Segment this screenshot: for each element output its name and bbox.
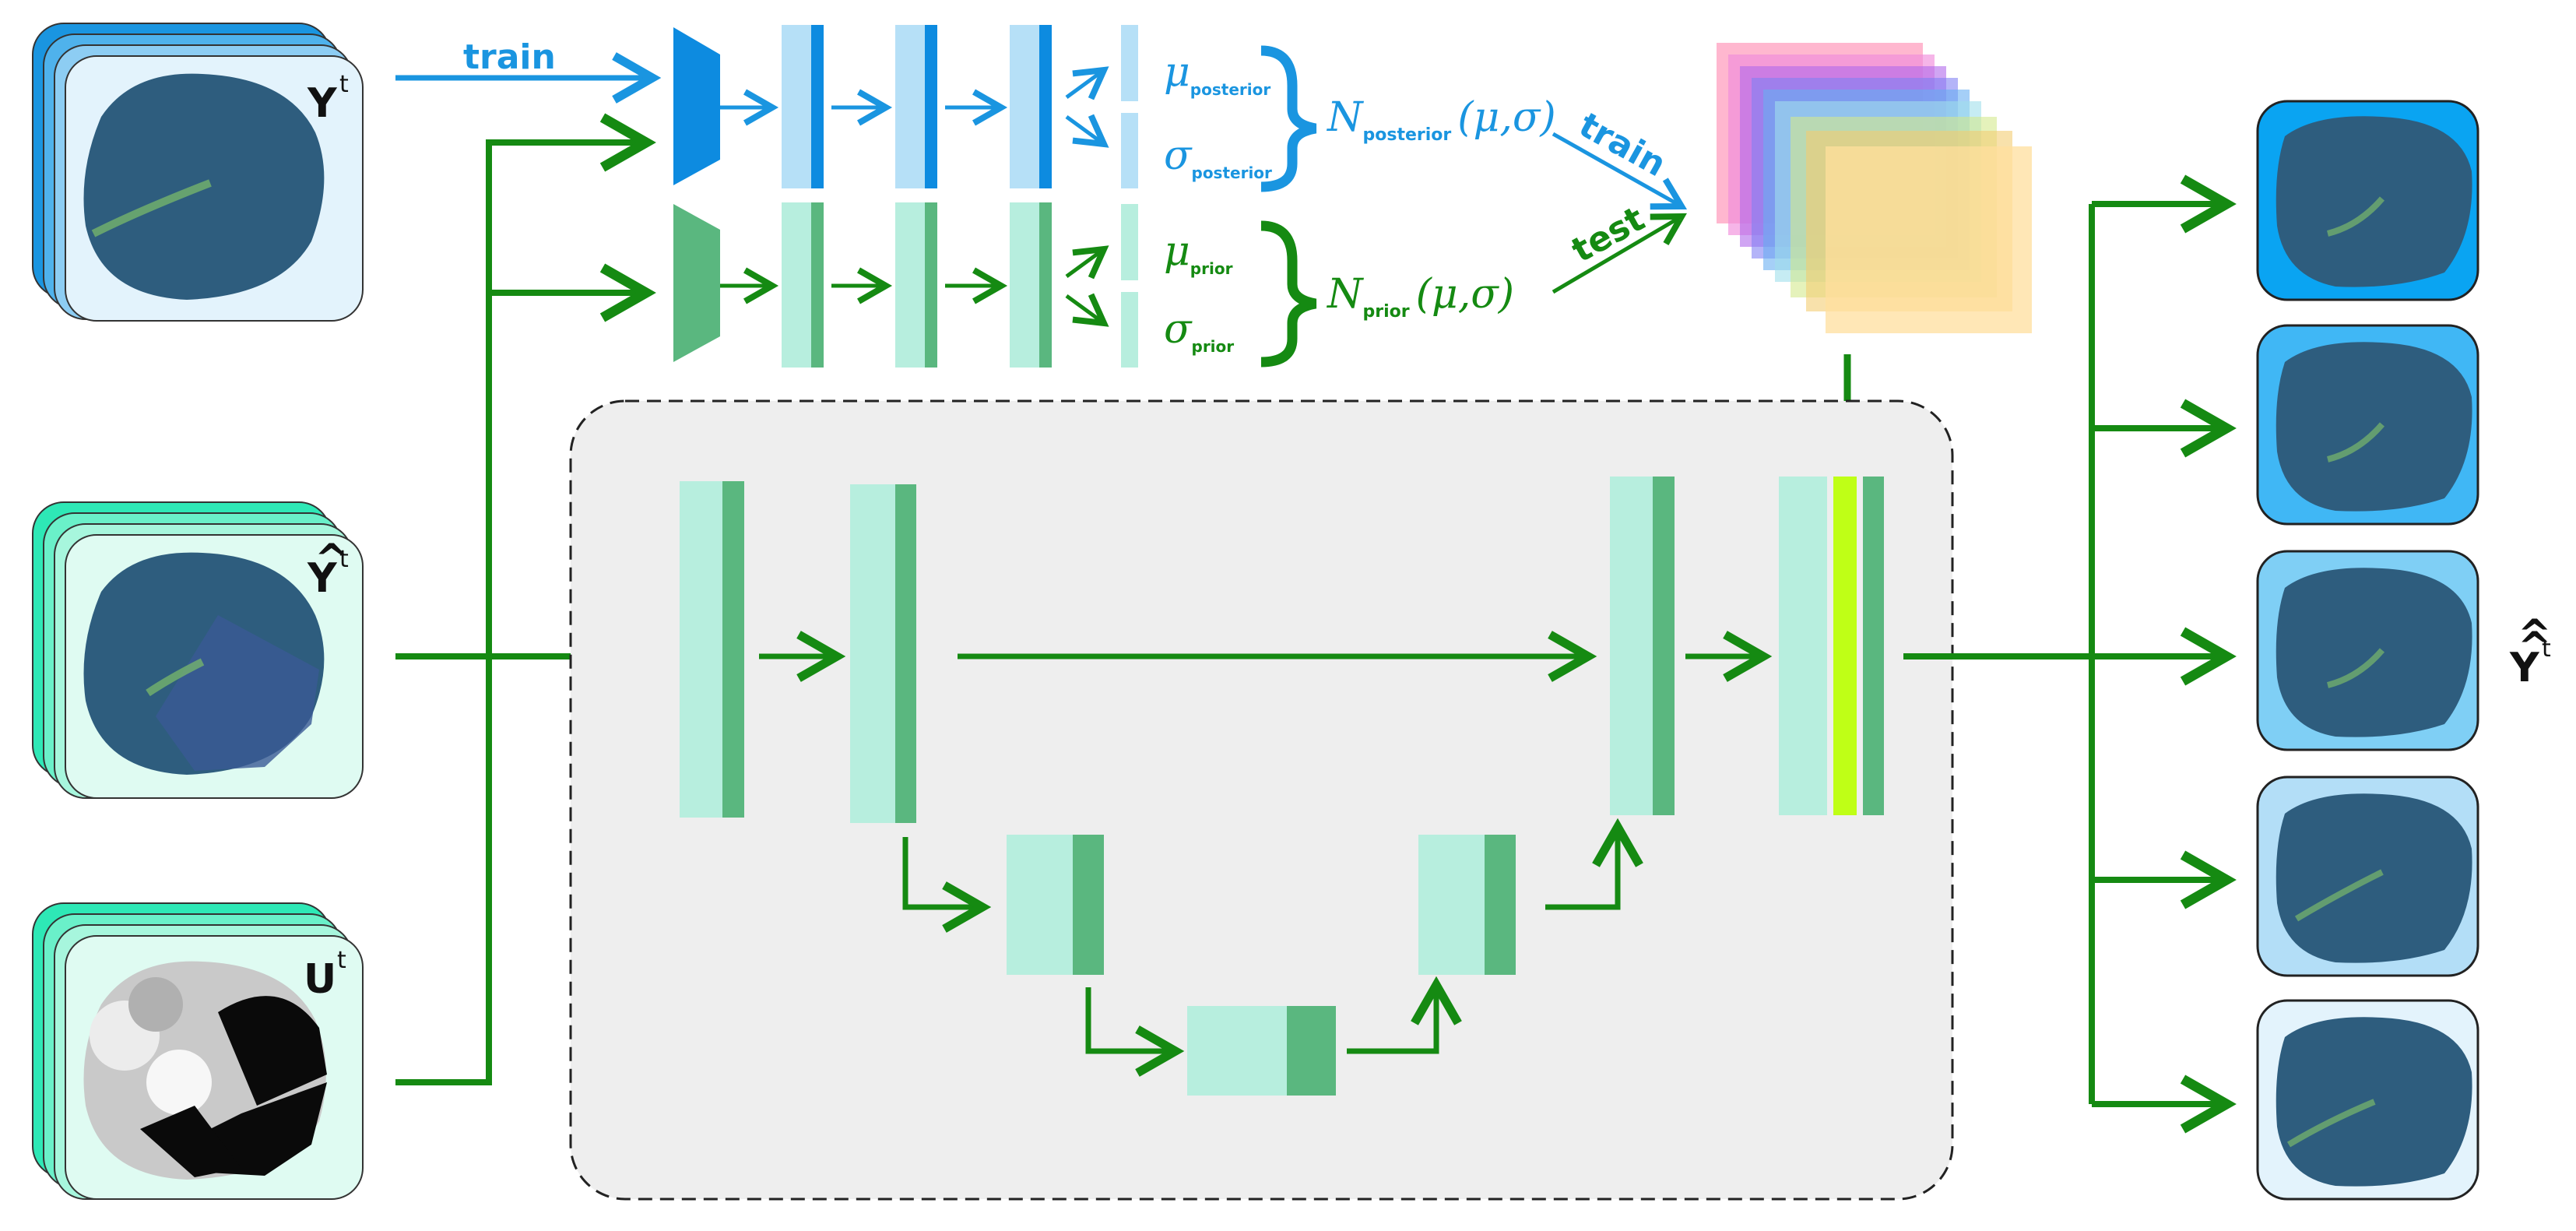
test-diag-arrow: [1552, 213, 1687, 294]
posterior-sigma: σposterior: [1164, 132, 1272, 182]
prior-mu: μprior: [1164, 228, 1233, 278]
input-yhat-symbol: Y: [307, 555, 338, 602]
train-diag-arrow: [1552, 132, 1688, 210]
posterior-brace: [1260, 45, 1317, 192]
lesion-mark: [91, 179, 212, 237]
input-yhat-superscript: t: [339, 546, 349, 573]
input-u-superscript: t: [337, 947, 346, 974]
unet-blocks: [680, 477, 1884, 1096]
output-sample-4: [2256, 776, 2479, 977]
output-hat-inner: ^: [2518, 624, 2552, 670]
latent-samples: [1717, 43, 2032, 333]
input-u-symbol: U: [304, 956, 336, 1003]
prior-brace: [1260, 220, 1317, 368]
output-superscript: t: [2542, 635, 2551, 663]
prior-sigma: σprior: [1164, 306, 1234, 356]
input-y-symbol: Y: [307, 80, 338, 127]
lesion-mark: [146, 658, 205, 697]
output-hat-outer: ^: [2518, 611, 2552, 658]
overlay-region: [156, 615, 319, 771]
posterior-mu: μposterior: [1164, 49, 1270, 99]
output-sample-1: [2256, 100, 2479, 301]
output-sample-5: [2256, 999, 2479, 1201]
prior-distribution: Nprior(μ,σ): [1326, 271, 1514, 322]
output-sample-3: [2256, 550, 2479, 751]
output-routing: [1903, 174, 2237, 1134]
input-yhat-hat: ^: [315, 536, 349, 582]
posterior-distribution: Nposterior(μ,σ): [1326, 94, 1556, 145]
unet-arrows: [759, 631, 1773, 1077]
train-label-top: train: [463, 37, 556, 77]
posterior-encoder: [673, 25, 1138, 188]
input-stack-yhat: ^ Y t: [32, 501, 364, 799]
output-symbol: Y: [2509, 645, 2540, 691]
prior-encoder: [673, 202, 1138, 368]
output-sample-2: [2256, 324, 2479, 526]
output-samples: [2256, 100, 2479, 1201]
input-y-superscript: t: [339, 71, 349, 98]
input-stack-y: Y t: [32, 23, 364, 322]
input-stack-u: U t: [32, 902, 364, 1200]
